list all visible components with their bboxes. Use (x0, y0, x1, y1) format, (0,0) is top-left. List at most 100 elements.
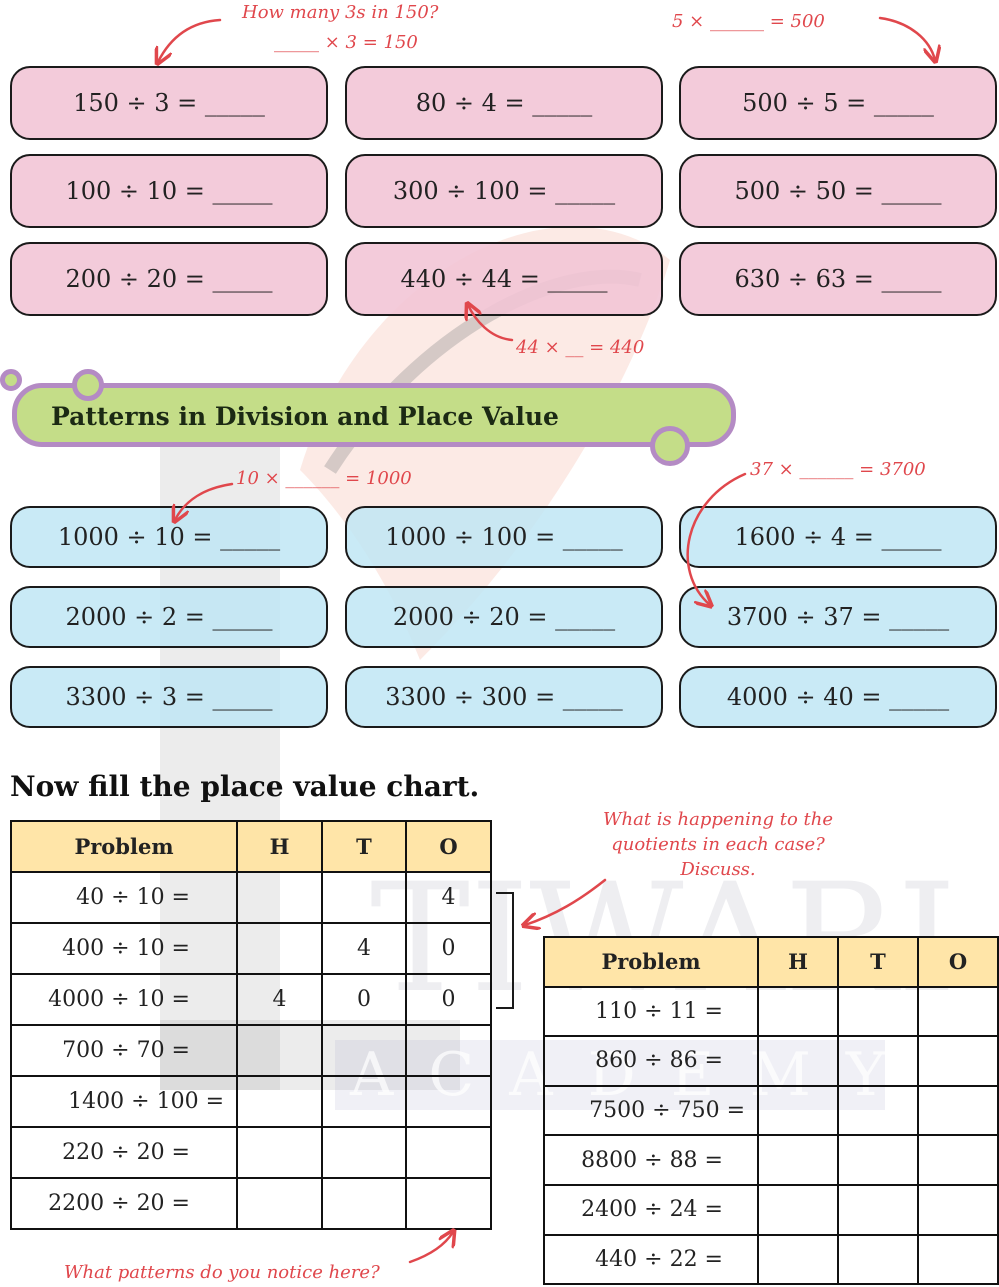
hundreds-cell[interactable] (757, 1134, 839, 1186)
blue-problem-box: 3300 ÷ 3 = _____ (10, 666, 328, 728)
header-hundreds: H (236, 820, 323, 873)
hundreds-cell[interactable] (757, 1233, 839, 1286)
pink-problem-box: 500 ÷ 5 = _____ (679, 66, 997, 140)
ones-cell[interactable] (405, 1126, 492, 1179)
hundreds-cell[interactable] (236, 922, 323, 975)
tens-cell[interactable] (321, 1024, 407, 1077)
ones-cell[interactable]: 0 (405, 973, 492, 1026)
problem-cell: 860 ÷ 86 = (543, 1035, 759, 1087)
tens-cell[interactable] (837, 1183, 919, 1236)
section-banner: Patterns in Division and Place Value (12, 383, 736, 447)
table-row: 1400 ÷ 100 = (10, 1075, 492, 1128)
hundreds-cell[interactable]: 4 (236, 973, 323, 1026)
problem-cell: 2400 ÷ 24 = (543, 1183, 759, 1236)
problem-cell: 8800 ÷ 88 = (543, 1134, 759, 1186)
pink-problem-box: 200 ÷ 20 = _____ (10, 242, 328, 316)
hint-44-times-blank: 44 × __ = 440 (516, 337, 645, 358)
problem-cell: 7500 ÷ 750 = (543, 1084, 759, 1137)
tens-cell[interactable]: 4 (321, 922, 407, 975)
ones-cell[interactable] (917, 1084, 999, 1137)
arrow-to-150-div-3 (158, 18, 222, 62)
arrow-to-bracket (525, 878, 607, 925)
header-ones: O (405, 820, 492, 873)
table-row: 440 ÷ 22 = (543, 1233, 999, 1286)
ones-cell[interactable] (917, 1183, 999, 1236)
hint-blank-times-3: _____ × 3 = 150 (274, 32, 418, 53)
pink-problem-box: 80 ÷ 4 = _____ (345, 66, 663, 140)
table-row: 2200 ÷ 20 = (10, 1177, 492, 1230)
section-title: Patterns in Division and Place Value (51, 402, 559, 431)
blue-problem-box: 4000 ÷ 40 = _____ (679, 666, 997, 728)
ones-cell[interactable] (405, 1024, 492, 1077)
table-row: 220 ÷ 20 = (10, 1126, 492, 1179)
problem-cell: 110 ÷ 11 = (543, 985, 759, 1038)
table-row: 860 ÷ 86 = (543, 1035, 999, 1087)
blue-problem-box: 2000 ÷ 20 = _____ (345, 586, 663, 648)
problem-cell: 440 ÷ 22 = (543, 1233, 759, 1286)
tens-cell[interactable] (837, 985, 919, 1038)
hundreds-cell[interactable] (757, 1183, 839, 1236)
tens-cell[interactable] (837, 1084, 919, 1137)
blue-problem-box: 1000 ÷ 10 = _____ (10, 506, 328, 568)
header-tens: T (321, 820, 407, 873)
header-tens: T (837, 936, 919, 988)
ones-cell[interactable] (917, 985, 999, 1038)
hundreds-cell[interactable] (757, 1035, 839, 1087)
tens-cell[interactable] (837, 1134, 919, 1186)
tens-cell[interactable] (321, 871, 407, 924)
problem-cell: 1400 ÷ 100 = (10, 1075, 238, 1128)
pink-problem-box: 440 ÷ 44 = _____ (345, 242, 663, 316)
hundreds-cell[interactable] (236, 1126, 323, 1179)
hint-37-times-blank: 37 × ______ = 3700 (750, 459, 926, 480)
table-row: 110 ÷ 11 = (543, 985, 999, 1038)
blue-problem-box: 3300 ÷ 300 = _____ (345, 666, 663, 728)
tens-cell[interactable] (837, 1233, 919, 1286)
hint-patterns-notice: What patterns do you notice here? (64, 1262, 380, 1283)
pink-problem-box: 300 ÷ 100 = _____ (345, 154, 663, 228)
tens-cell[interactable] (321, 1177, 407, 1230)
hundreds-cell[interactable] (236, 1024, 323, 1077)
table-row: 2400 ÷ 24 = (543, 1183, 999, 1236)
tens-cell[interactable] (837, 1035, 919, 1087)
table-row: 40 ÷ 10 =4 (10, 871, 492, 924)
pink-problem-box: 100 ÷ 10 = _____ (10, 154, 328, 228)
pink-problem-box: 150 ÷ 3 = _____ (10, 66, 328, 140)
hundreds-cell[interactable] (236, 1177, 323, 1230)
tens-cell[interactable] (321, 1075, 407, 1128)
hint-10-times-blank: 10 × ______ = 1000 (236, 468, 412, 489)
banner-ring-decoration (72, 369, 104, 401)
chart-heading: Now fill the place value chart. (10, 770, 480, 803)
ones-cell[interactable]: 0 (405, 922, 492, 975)
blue-problem-box: 3700 ÷ 37 = _____ (679, 586, 997, 648)
place-value-table-2: Problem H T O 110 ÷ 11 = 860 ÷ 86 = 7500… (543, 936, 999, 1286)
ones-cell[interactable] (917, 1035, 999, 1087)
ones-cell[interactable] (917, 1134, 999, 1186)
problem-cell: 4000 ÷ 10 = (10, 973, 238, 1026)
ones-cell[interactable] (405, 1177, 492, 1230)
header-hundreds: H (757, 936, 839, 988)
ones-cell[interactable]: 4 (405, 871, 492, 924)
hundreds-cell[interactable] (236, 1075, 323, 1128)
hint-5-times-blank: 5 × ______ = 500 (672, 11, 825, 32)
hundreds-cell[interactable] (236, 871, 323, 924)
hundreds-cell[interactable] (757, 1084, 839, 1137)
tens-cell[interactable] (321, 1126, 407, 1179)
table-row: 7500 ÷ 750 = (543, 1084, 999, 1137)
tens-cell[interactable]: 0 (321, 973, 407, 1026)
pink-problem-box: 500 ÷ 50 = _____ (679, 154, 997, 228)
table-row: 8800 ÷ 88 = (543, 1134, 999, 1186)
banner-ring-decoration (0, 369, 22, 391)
problem-cell: 2200 ÷ 20 = (10, 1177, 238, 1230)
banner-ring-decoration (650, 426, 690, 466)
ones-cell[interactable] (917, 1233, 999, 1286)
arrow-to-500-div-5 (878, 16, 935, 60)
problem-cell: 400 ÷ 10 = (10, 922, 238, 975)
arrow-from-patterns-note (408, 1232, 453, 1264)
problem-cell: 220 ÷ 20 = (10, 1126, 238, 1179)
hundreds-cell[interactable] (757, 985, 839, 1038)
header-problem: Problem (10, 820, 238, 873)
ones-cell[interactable] (405, 1075, 492, 1128)
